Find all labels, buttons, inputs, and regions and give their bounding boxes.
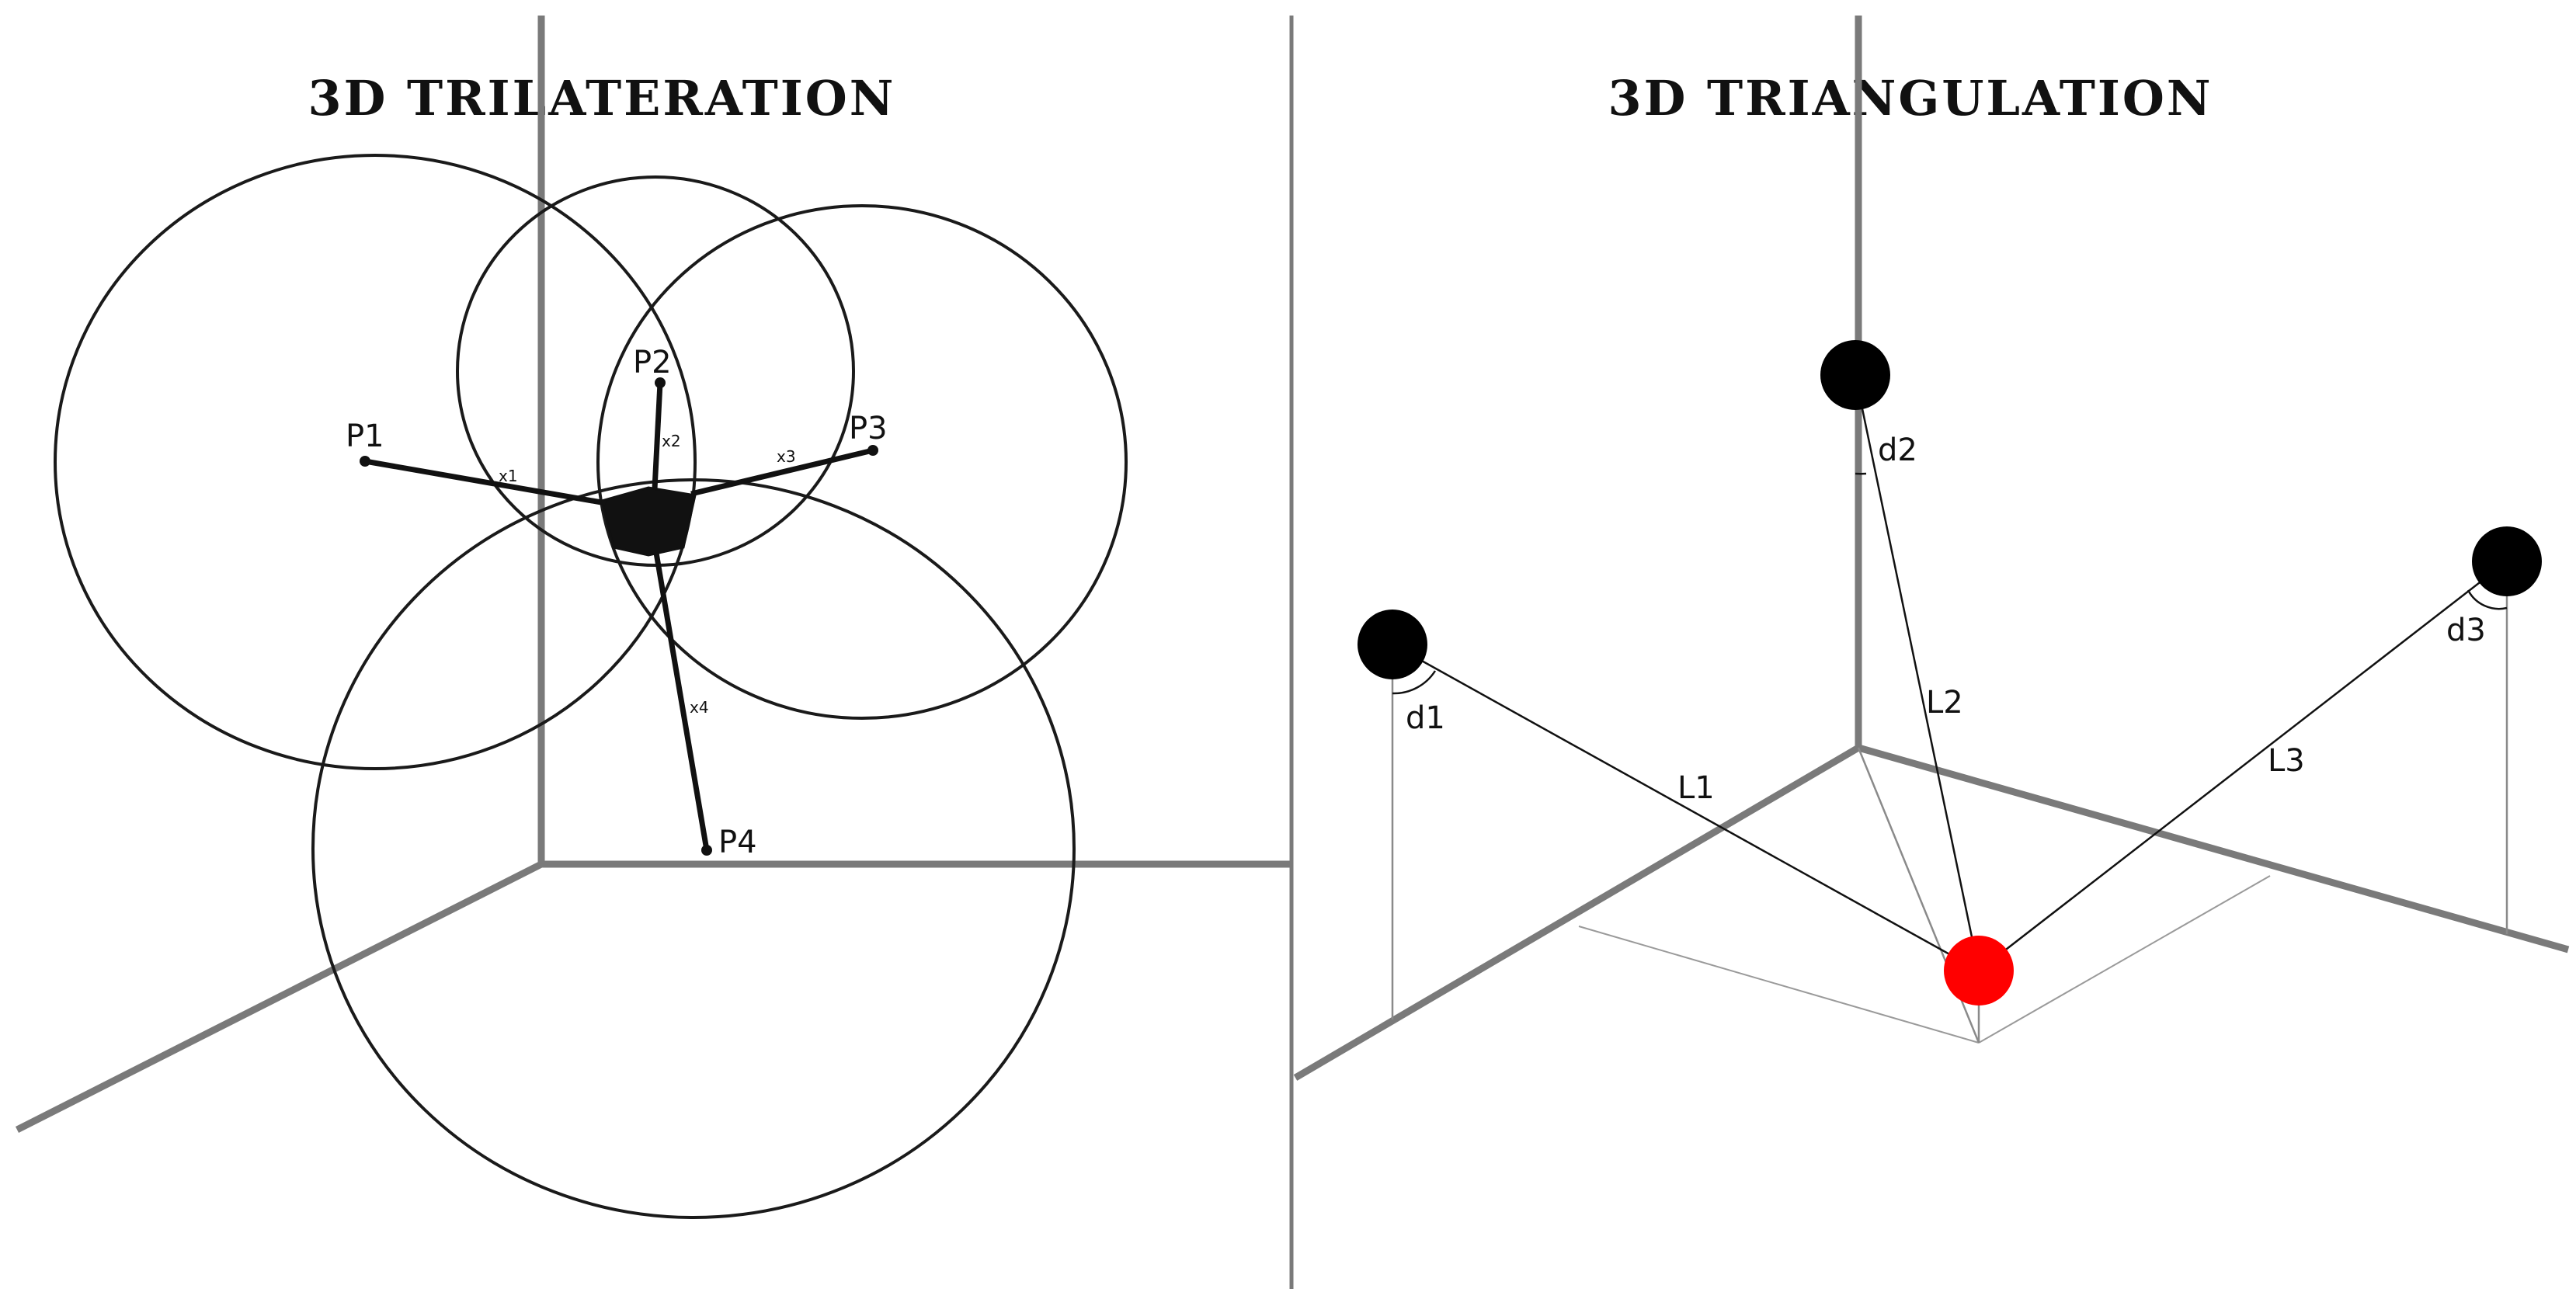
label-x4: x4 [690,698,709,717]
label-l1: L1 [1677,770,1715,806]
sight-line-l2 [1854,374,1980,971]
projection-to-horizontal [1978,875,2271,1044]
label-l2: L2 [1926,685,1963,721]
distance-line-x2 [652,382,663,490]
label-d3: d3 [2446,613,2486,648]
sight-line-l3 [1978,561,2508,971]
axis-depth-right [1293,745,1861,1081]
label-p3: P3 [849,411,888,446]
sphere-p3 [596,204,1128,720]
sight-line-l1 [1392,643,1980,972]
distance-line-x4 [653,552,710,851]
label-x1: x1 [499,467,518,485]
intersection-region [600,486,697,557]
point-p1 [360,456,370,467]
axis-horizontal-right [1857,744,2570,953]
label-d2: d2 [1878,432,1917,468]
point-p4 [701,845,712,856]
distance-line-x1 [364,458,607,506]
target-point [1944,936,2014,1006]
distance-line-x3 [690,447,874,497]
label-p2: P2 [633,345,672,380]
sphere-p1 [54,154,697,770]
label-p1: P1 [346,419,384,454]
label-x3: x3 [777,447,796,466]
triangulation-title: 3D TRIANGULATION [1608,70,2213,127]
observer-1 [1358,610,1427,679]
label-d1: d1 [1406,700,1445,736]
angle-arc-d1 [1392,670,1437,695]
projection-to-depth [1578,926,1980,1044]
label-x2: x2 [662,432,681,450]
label-p4: P4 [718,825,757,860]
point-p2 [655,377,666,388]
sphere-p2 [456,175,855,567]
observer-2 [1820,340,1890,410]
sphere-p4 [311,478,1076,1219]
triangulation-panel: 3D TRIANGULATION d1 d2 d3 L1 L2 L [1293,16,2570,1081]
label-l3: L3 [2268,743,2305,779]
point-p3 [867,445,878,456]
trilateration-title: 3D TRILATERATION [308,70,896,127]
axis-depth-left [15,860,544,1134]
trilateration-panel: 3D TRILATERATION P1 P2 P3 P4 x1 x2 x3 x4 [15,16,1291,1219]
observer-3 [2472,526,2542,596]
angle-arc-d3 [2466,589,2508,610]
